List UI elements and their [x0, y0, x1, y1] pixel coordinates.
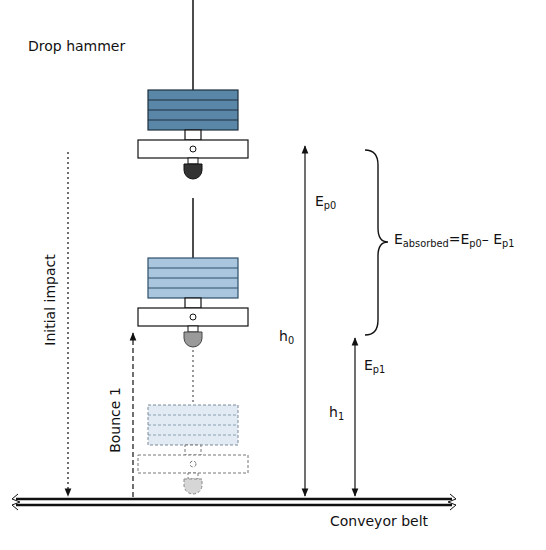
bounce-arrow [132, 333, 133, 497]
energy-label: Ep1 [364, 357, 385, 374]
height-label: h0 [279, 328, 294, 345]
arrow-label: Bounce 1 [107, 387, 124, 453]
height-label: h1 [329, 404, 344, 421]
height-arrow [354, 338, 355, 496]
arrow-label: Initial impact [42, 254, 59, 345]
part-label: Conveyor belt [330, 513, 428, 530]
energy-formula: Eabsorbed=Ep0– Ep1 [394, 231, 515, 248]
hammer-rod [192, 350, 193, 405]
part-label: Drop hammer [28, 38, 125, 55]
curly-brace [365, 150, 388, 335]
impact-arrow [67, 152, 68, 496]
hammer-rod [192, 198, 194, 258]
drop-hammer-impact [138, 405, 248, 494]
energy-label: Ep0 [315, 193, 336, 210]
conveyor-belt [12, 494, 456, 510]
height-arrow [304, 146, 305, 496]
drop-hammer-rebound [138, 258, 248, 347]
hammer-rod [192, 0, 194, 90]
drop-hammer-start [138, 90, 248, 179]
